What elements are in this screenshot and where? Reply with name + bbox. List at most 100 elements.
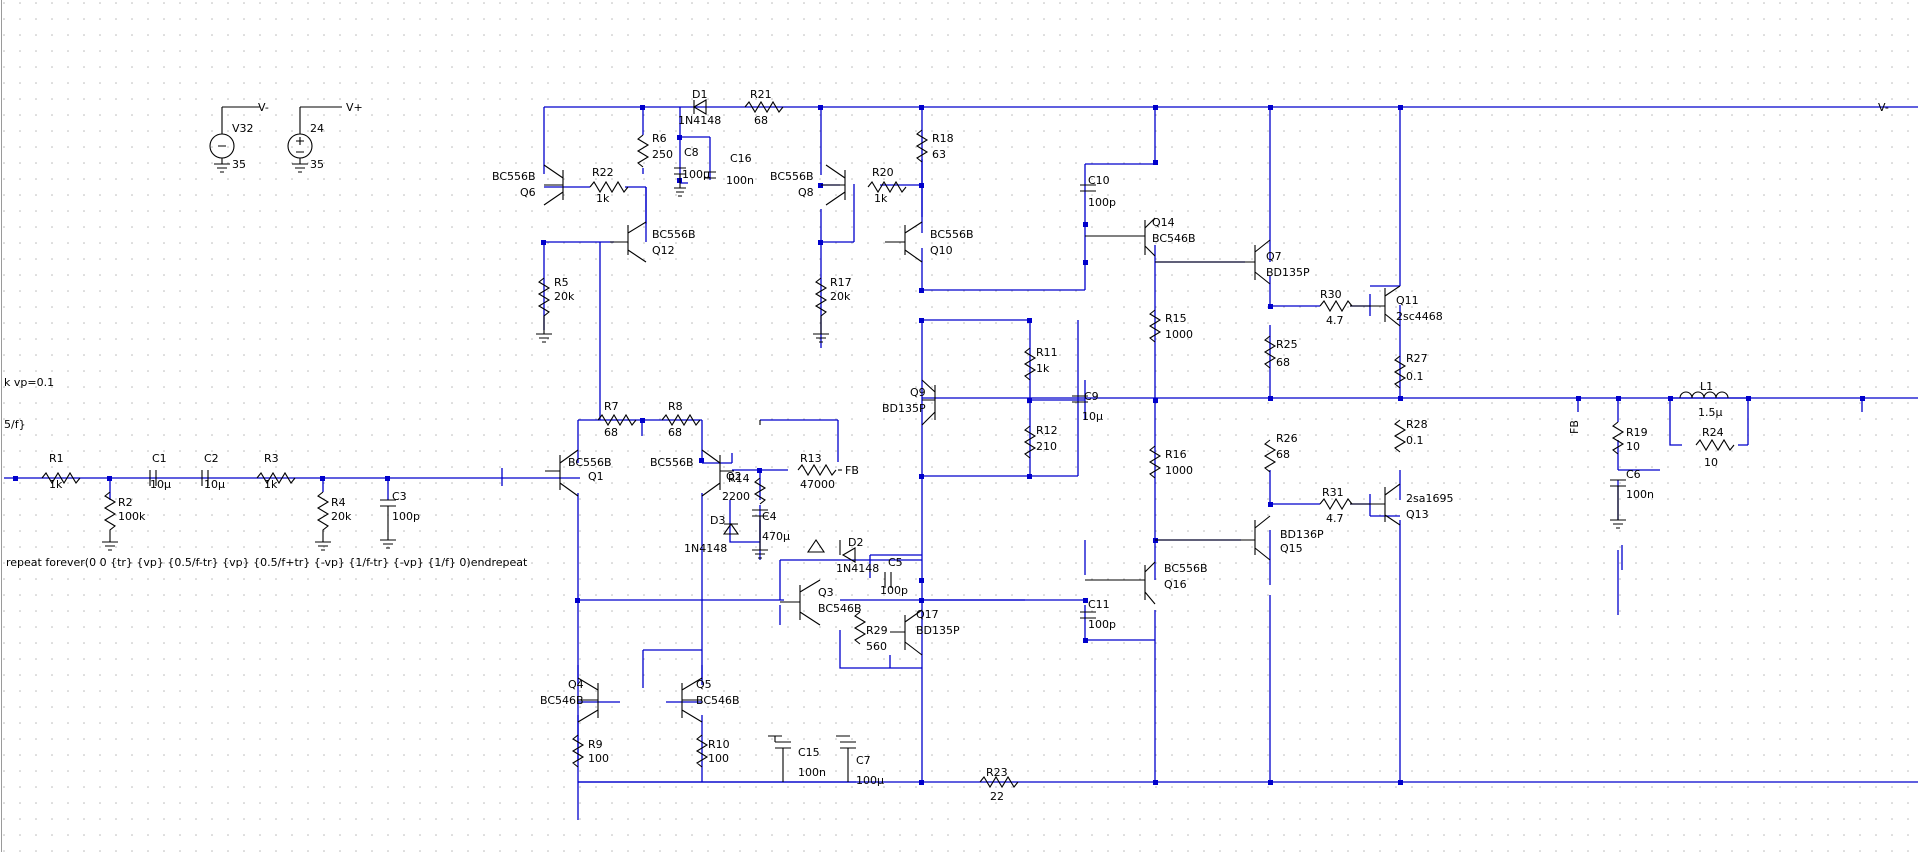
capacitor-icon: [1080, 611, 1096, 619]
resistor-name-label: R6: [652, 132, 667, 145]
bjt-npn-icon: [921, 379, 936, 426]
resistor-name-label: R18: [932, 132, 954, 145]
resistor-icon: [1611, 421, 1625, 455]
capacitor-value-label: 10µ: [204, 478, 225, 491]
transistor-name-label: Q6: [520, 186, 536, 199]
resistor-name-label: R20: [872, 166, 894, 179]
transistor-model-label: BD135P: [1266, 266, 1310, 279]
resistor-value-label: 47000: [800, 478, 835, 491]
resistor-value-label: 20k: [331, 510, 352, 523]
capacitor-value-label: 100µ: [856, 774, 884, 787]
resistor-value-label: 68: [668, 426, 682, 439]
capacitor-icon: [1072, 395, 1088, 403]
resistor-icon: [744, 100, 784, 114]
resistor-name-label: R30: [1320, 288, 1342, 301]
transistor-name-label: Q8: [798, 186, 814, 199]
pwl-directive: repeat forever(0 0 {tr} {vp} {0.5/f-tr} …: [6, 556, 528, 569]
resistor-icon: [1148, 445, 1162, 479]
bjt-pnp-icon: [1350, 483, 1401, 526]
resistor-value-label: 68: [754, 114, 768, 127]
transistor-model-label: BC556B: [650, 456, 694, 469]
capacitor-value-label: 100n: [1626, 488, 1654, 501]
resistor-icon: [915, 129, 929, 163]
resistor-name-label: R25: [1276, 338, 1298, 351]
transistor-name-label: Q4: [568, 678, 584, 691]
bjt-npn-icon: [1085, 217, 1156, 257]
bjt-pnp-icon: [545, 449, 579, 497]
capacitor-value-label: 470µ: [762, 530, 790, 543]
capacitor-value-label: 100p: [392, 510, 420, 523]
transistor-model-label: BC556B: [652, 228, 696, 241]
diode-icon: [722, 523, 740, 535]
source-value-label: 35: [310, 158, 324, 171]
diode-value-label: 1N4148: [678, 114, 721, 127]
resistor-icon: [979, 775, 1019, 789]
resistor-value-label: 10: [1626, 440, 1640, 453]
resistor-name-label: R3: [264, 452, 279, 465]
bjt-pnp-icon: [610, 221, 647, 263]
resistor-icon: [636, 134, 650, 168]
transistor-name-label: Q16: [1164, 578, 1187, 591]
resistor-icon: [536, 277, 552, 343]
resistor-icon: [753, 477, 767, 505]
transistor-model-label: BD135P: [882, 402, 926, 415]
resistor-icon: [1148, 309, 1162, 343]
transistor-model-label: BC546B: [540, 694, 584, 707]
resistor-value-label: 1000: [1165, 328, 1193, 341]
net-label: V+: [346, 101, 363, 114]
bjt-pnp-icon: [543, 164, 564, 206]
transistor-name-label: Q11: [1396, 294, 1419, 307]
transistor-model-label: BD135P: [916, 624, 960, 637]
resistor-name-label: R24: [1702, 426, 1724, 439]
resistor-value-label: 68: [1276, 356, 1290, 369]
net-label: FB: [845, 464, 859, 477]
transistor-name-label: Q14: [1152, 216, 1175, 229]
bjt-pnp-icon: [1155, 515, 1271, 561]
resistor-icon: [315, 491, 331, 551]
resistor-icon: [1263, 335, 1277, 369]
net-label: V-: [258, 101, 269, 114]
capacitor-value-label: 100n: [798, 766, 826, 779]
capacitor-name-label: C15: [798, 746, 820, 759]
capacitor-value-label: 10µ: [1082, 410, 1103, 423]
transistor-model-label: BC556B: [930, 228, 974, 241]
capacitor-icon: [768, 735, 791, 782]
transistor-name-label: Q7: [1266, 250, 1282, 263]
transistor-model-label: BC546B: [696, 694, 740, 707]
transistor-model-label: BD136P: [1280, 528, 1324, 541]
capacitor-name-label: C9: [1084, 390, 1099, 403]
capacitor-icon: [1080, 184, 1096, 192]
transistor-name-label: Q9: [910, 386, 926, 399]
inductor-name-label: L1: [1700, 380, 1713, 393]
resistor-name-label: R27: [1406, 352, 1428, 365]
resistor-name-label: R2: [118, 496, 133, 509]
resistor-icon: [1023, 425, 1037, 459]
resistor-value-label: 1k: [1036, 362, 1050, 375]
resistor-icon: [797, 463, 837, 477]
transistor-model-label: BC556B: [1164, 562, 1208, 575]
resistor-name-label: R10: [708, 738, 730, 751]
bjt-npn-icon: [780, 579, 821, 626]
resistor-icon: [695, 734, 709, 768]
resistor-value-label: 0.1: [1406, 370, 1424, 383]
bjt-pnp-icon: [701, 449, 734, 497]
bjt-npn-icon: [681, 677, 703, 723]
resistor-name-label: R15: [1165, 312, 1187, 325]
resistor-value-label: 560: [866, 640, 887, 653]
resistor-icon: [256, 471, 296, 485]
transistor-model-label: 2sa1695: [1406, 492, 1453, 505]
bjt-pnp-icon: [885, 221, 923, 263]
capacitor-name-label: C8: [684, 146, 699, 159]
diode-name-label: D3: [710, 514, 725, 527]
capacitor-value-label: 100µ: [682, 168, 710, 181]
bjt-npn-icon: [577, 677, 599, 723]
transistor-name-label: Q12: [652, 244, 675, 257]
net-label: V-: [1878, 101, 1889, 114]
resistor-icon: [1263, 439, 1277, 473]
capacitor-icon: [752, 509, 768, 559]
resistor-value-label: 20k: [830, 290, 851, 303]
junctions: [13, 105, 1865, 785]
